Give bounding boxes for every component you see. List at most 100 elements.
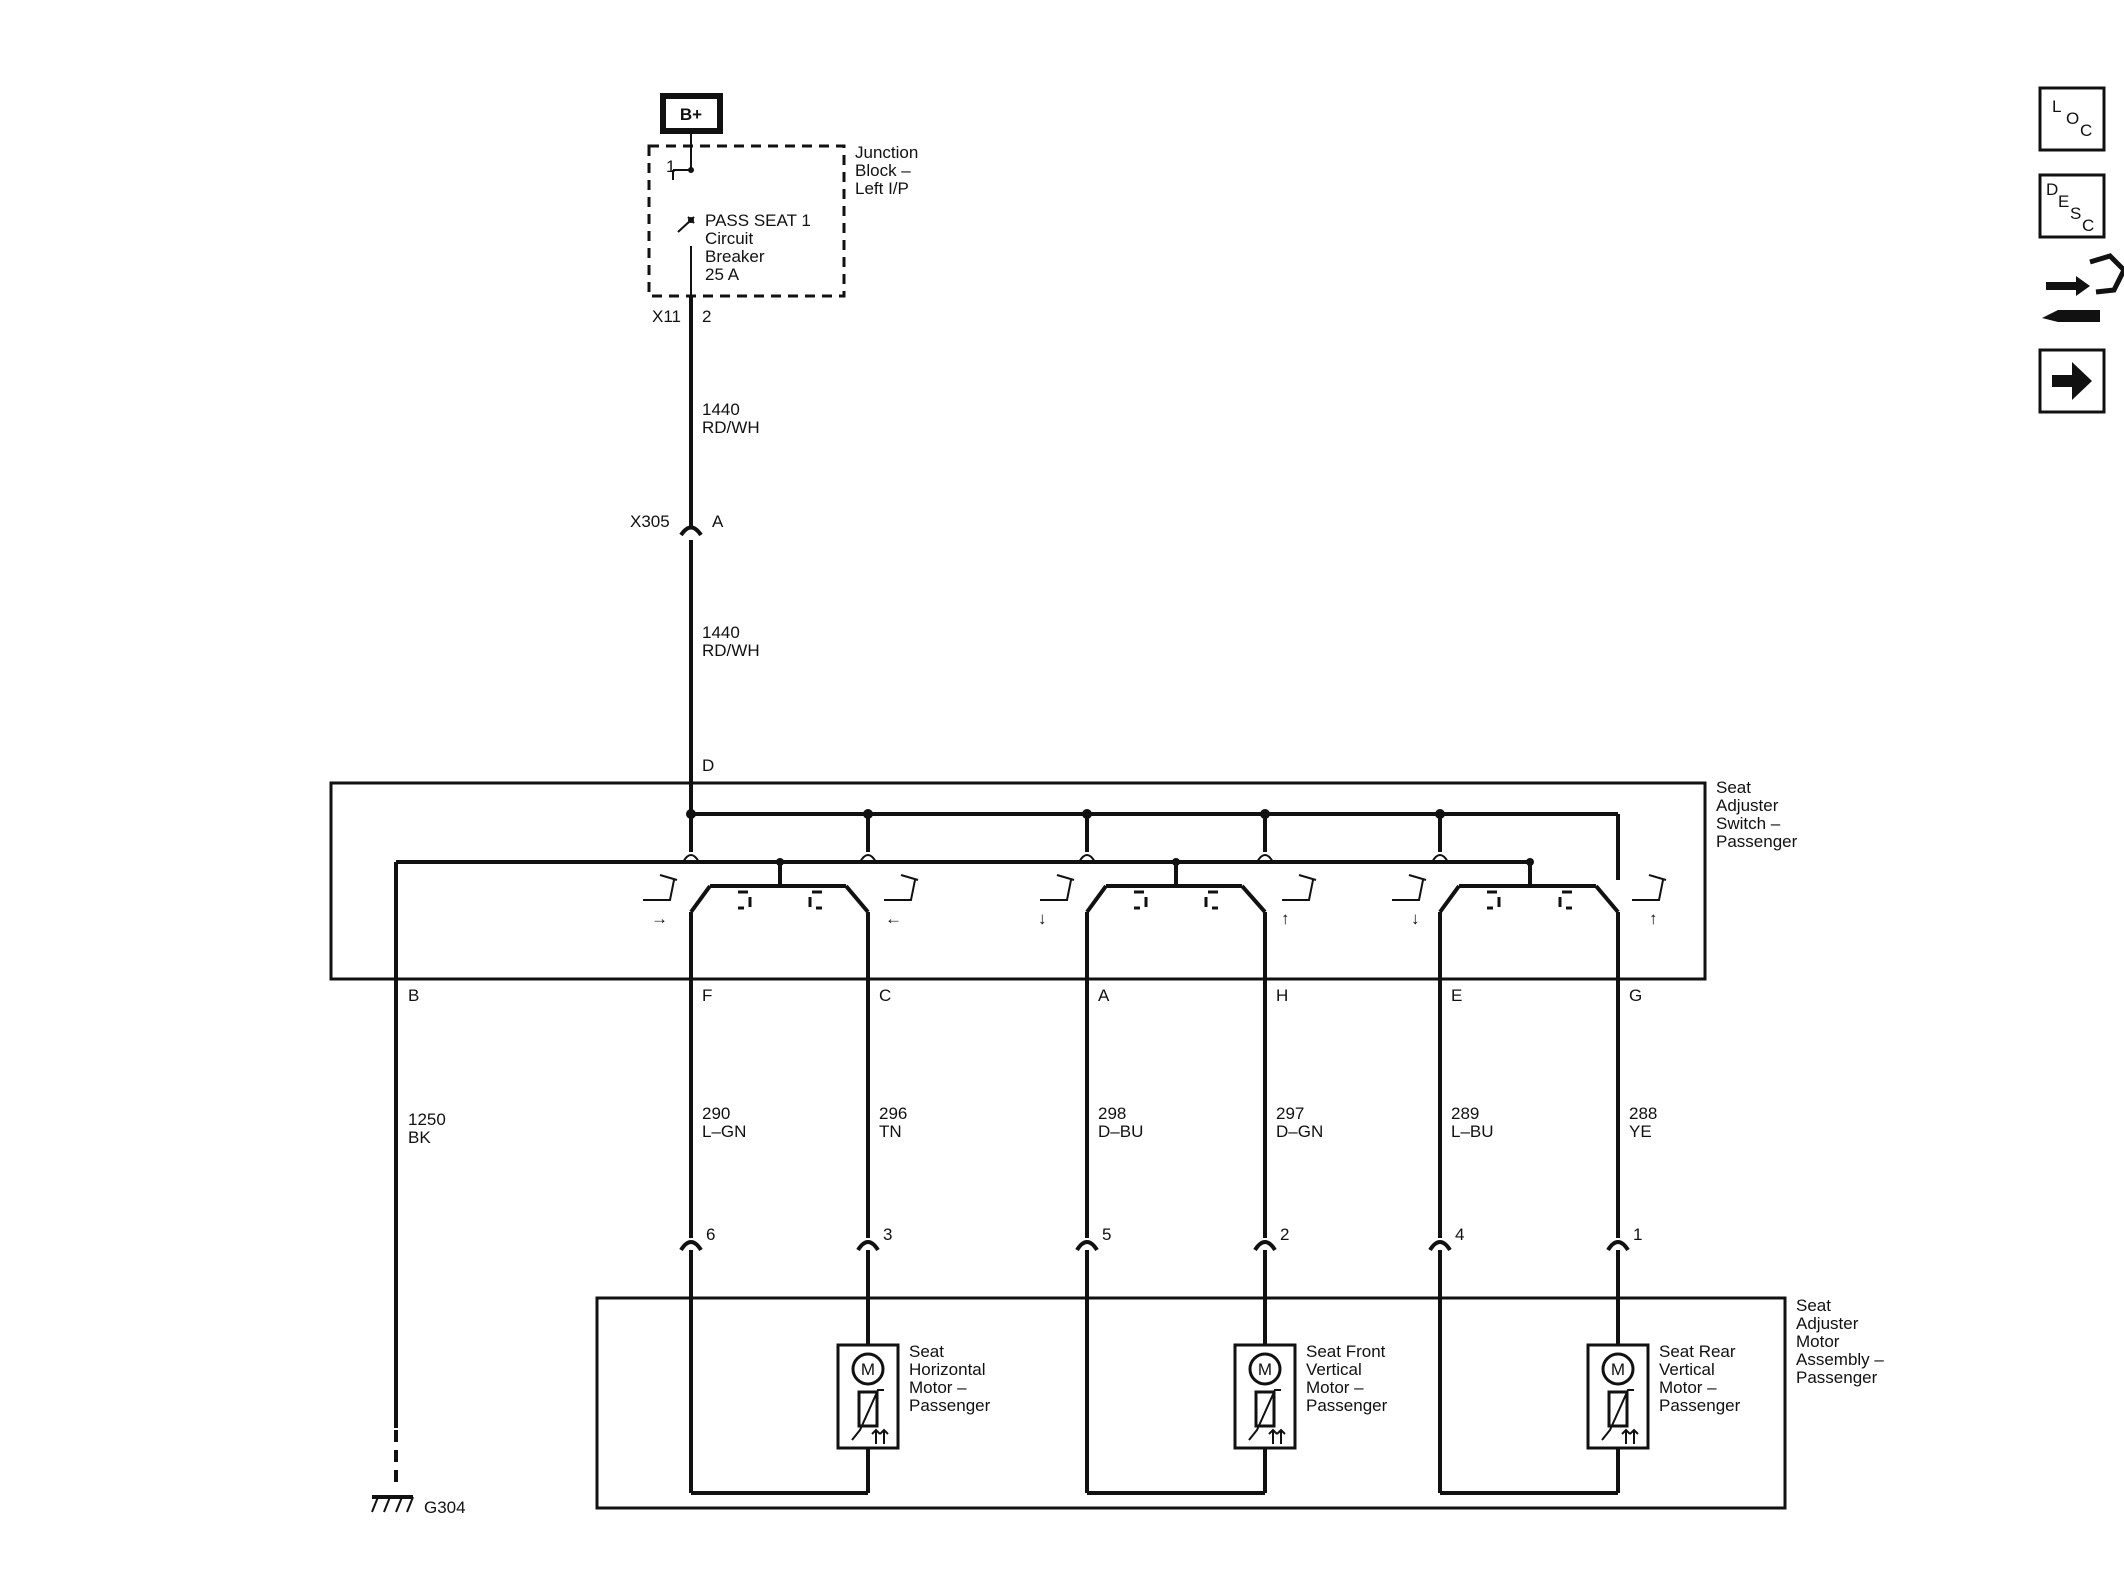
motor-label-line: Vertical xyxy=(1659,1360,1715,1379)
switch-title-2: Adjuster xyxy=(1716,796,1779,815)
switch-title-1: Seat xyxy=(1716,778,1751,797)
feed-wire: 1440 RD/WH 1440 RD/WH xyxy=(689,296,760,811)
motor-pin: 1 xyxy=(1633,1225,1642,1244)
motor-label-line: Passenger xyxy=(1659,1396,1741,1415)
svg-text:O: O xyxy=(2066,109,2079,128)
desc-button[interactable]: D E S C xyxy=(2038,173,2106,239)
circuit-number: 297 xyxy=(1276,1104,1304,1123)
switch-title-3: Switch – xyxy=(1716,814,1781,833)
motor-pin: 2 xyxy=(1280,1225,1289,1244)
wire-color: YE xyxy=(1629,1122,1652,1141)
junction-title-2: Block – xyxy=(855,161,911,180)
arrow-icon-up-rear: ↑ xyxy=(1649,909,1658,928)
junction-title-3: Left I/P xyxy=(855,179,909,198)
motor-symbol: M xyxy=(1258,1360,1272,1379)
wire-color: L–GN xyxy=(702,1122,746,1141)
motor-pin: 3 xyxy=(883,1225,892,1244)
motor-label-line: Seat xyxy=(909,1342,944,1361)
motor-label-line: Passenger xyxy=(1306,1396,1388,1415)
motor-label-line: Seat Rear xyxy=(1659,1342,1736,1361)
motor-label-line: Vertical xyxy=(1306,1360,1362,1379)
wire-color: D–BU xyxy=(1098,1122,1143,1141)
switch-pin: E xyxy=(1451,986,1462,1005)
motor-label-line: Motor – xyxy=(909,1378,967,1397)
circuit-number: 296 xyxy=(879,1104,907,1123)
seat-adjuster-switch: D Seat Adjuster Switch – Passenger B xyxy=(329,756,1798,1428)
inline-connector-pin: A xyxy=(712,512,724,531)
svg-text:E: E xyxy=(2058,192,2069,211)
motor-pin: 5 xyxy=(1102,1225,1111,1244)
svg-text:L: L xyxy=(2052,97,2061,116)
switch-title-4: Passenger xyxy=(1716,832,1798,851)
wire-color: L–BU xyxy=(1451,1122,1494,1141)
svg-text:D: D xyxy=(2046,180,2058,199)
arrow-icon-up: ↑ xyxy=(1281,909,1290,928)
connector-wrench-icon xyxy=(2042,253,2124,322)
power-source: B+ xyxy=(660,93,723,134)
arrow-icon-down-rear: ↓ xyxy=(1411,909,1420,928)
switch-pin: C xyxy=(879,986,891,1005)
svg-text:S: S xyxy=(2070,204,2081,223)
motor-assembly: Seat Adjuster Motor Assembly – Passenger xyxy=(595,1296,1884,1510)
circuit-number: 289 xyxy=(1451,1104,1479,1123)
feed-upper-color: RD/WH xyxy=(702,418,760,437)
arrow-right-icon xyxy=(2052,362,2092,400)
motor-symbol: M xyxy=(861,1360,875,1379)
assembly-title-1: Seat xyxy=(1796,1296,1831,1315)
motor-pin: 4 xyxy=(1455,1225,1464,1244)
switch-group-front-vertical: ↓ ↑ xyxy=(1038,814,1317,928)
breaker-line-3: Breaker xyxy=(705,247,765,266)
breaker-line-2: Circuit xyxy=(705,229,753,248)
connector-tools-button[interactable] xyxy=(2042,253,2124,322)
loc-button[interactable]: L O C xyxy=(2038,86,2106,152)
assembly-title-3: Motor xyxy=(1796,1332,1840,1351)
switch-pin: H xyxy=(1276,986,1288,1005)
junction-block: 1 PASS SEAT 1 Circuit Breaker 25 A Junct… xyxy=(647,131,918,326)
switch-pin: F xyxy=(702,986,712,1005)
circuit-number: 290 xyxy=(702,1104,730,1123)
wire-color: TN xyxy=(879,1122,902,1141)
ground-color: BK xyxy=(408,1128,431,1147)
junction-title-1: Junction xyxy=(855,143,918,162)
svg-text:C: C xyxy=(2080,121,2092,140)
ground-point-label: G304 xyxy=(424,1498,466,1517)
breaker-pin: 1 xyxy=(666,157,675,176)
switch-group-rear-vertical: ↓ ↑ xyxy=(1392,814,1667,928)
channel-wires: F290L–GN6C296TN3A298D–BU5H297D–GN2E289L–… xyxy=(679,912,1657,1495)
switch-pin: A xyxy=(1098,986,1110,1005)
arrow-icon-right: → xyxy=(651,909,668,928)
switch-ground-pin: B xyxy=(408,986,419,1005)
ground-circuit: 1250 xyxy=(408,1110,446,1129)
junction-connector-pin: 2 xyxy=(702,307,711,326)
switch-group-horizontal: → ← xyxy=(643,814,919,928)
circuit-number: 298 xyxy=(1098,1104,1126,1123)
next-button[interactable] xyxy=(2038,348,2106,414)
motor-pin: 6 xyxy=(706,1225,715,1244)
feed-lower-circuit: 1440 xyxy=(702,623,740,642)
circuit-number: 288 xyxy=(1629,1104,1657,1123)
svg-text:C: C xyxy=(2082,216,2094,235)
arrow-icon-down: ↓ xyxy=(1038,909,1047,928)
switch-pin: G xyxy=(1629,986,1642,1005)
breaker-line-1: PASS SEAT 1 xyxy=(705,211,811,230)
inline-connector-x305: X305 A xyxy=(630,512,724,537)
junction-connector: X11 xyxy=(652,307,681,326)
motor-label-line: Passenger xyxy=(909,1396,991,1415)
power-label: B+ xyxy=(680,105,702,124)
assembly-title-4: Assembly – xyxy=(1796,1350,1884,1369)
switch-feed-pin: D xyxy=(702,756,714,775)
arrow-icon-left: ← xyxy=(885,909,902,928)
motor-label-line: Horizontal xyxy=(909,1360,986,1379)
assembly-title-2: Adjuster xyxy=(1796,1314,1859,1333)
breaker-line-4: 25 A xyxy=(705,265,740,284)
feed-lower-color: RD/WH xyxy=(702,641,760,660)
